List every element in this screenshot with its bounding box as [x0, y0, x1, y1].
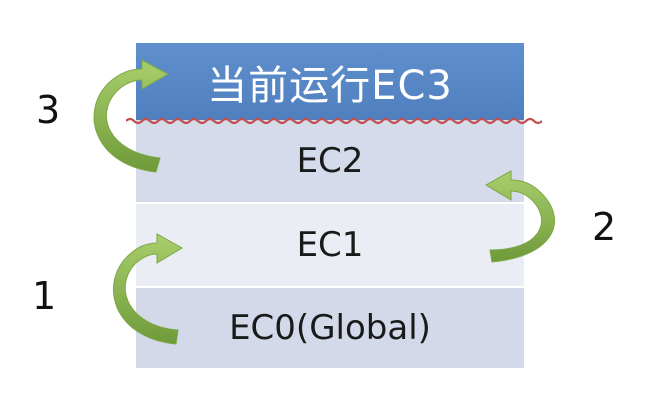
layer-ec0-global: EC0(Global): [136, 286, 524, 368]
step-number-3: 3: [36, 88, 61, 132]
layer-current-ec3: 当前运行EC3: [136, 43, 524, 120]
layer-ec2-label: EC2: [296, 141, 364, 181]
layer-ec2: EC2: [136, 120, 524, 202]
context-stack: 当前运行EC3 EC2 EC1 EC0(Global): [136, 43, 524, 368]
step-number-1: 1: [32, 274, 57, 318]
arrow-3-icon: [93, 59, 170, 173]
arrow-1-icon: [113, 233, 183, 345]
arrow-2-icon: [485, 170, 555, 263]
layer-ec1: EC1: [136, 202, 524, 286]
layer-ec0-label: EC0(Global): [229, 308, 431, 348]
step-number-2: 2: [592, 205, 617, 249]
layer-current-ec3-label: 当前运行EC3: [207, 62, 453, 109]
red-wavy-underline: [126, 117, 542, 125]
layer-ec1-label: EC1: [296, 225, 364, 265]
